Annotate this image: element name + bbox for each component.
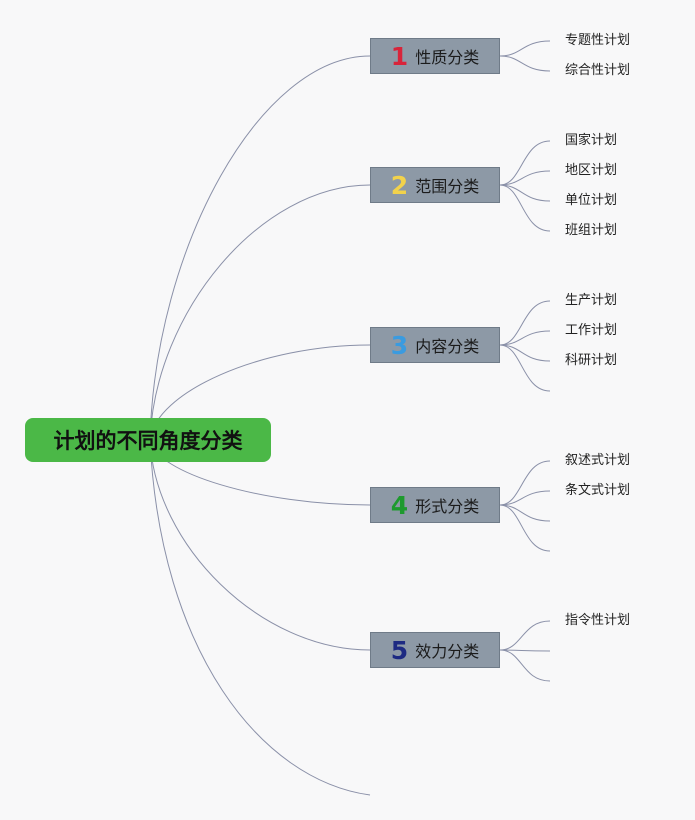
leaf-topic[interactable]: 科研计划 (565, 353, 618, 368)
branch-to-leaf-link (499, 300, 551, 346)
branch-number-badge: 1 (390, 41, 409, 71)
leaf-topic[interactable]: 国家计划 (565, 133, 618, 148)
branch-content-classification[interactable]: 3 内容分类 (370, 327, 500, 363)
branch-to-leaf-link (499, 344, 551, 362)
branch-form-classification[interactable]: 4 形式分类 (370, 487, 500, 523)
leaf-topic[interactable]: 班组计划 (565, 223, 618, 238)
branch-to-leaf-link (499, 649, 551, 652)
branch-to-leaf-link (499, 40, 551, 57)
leaf-topic[interactable]: 综合性计划 (565, 63, 631, 78)
branch-label: 形式分类 (415, 497, 480, 516)
leaf-topic[interactable]: 生产计划 (565, 293, 618, 308)
root-to-empty-link (149, 439, 371, 796)
leaf-topic[interactable]: 指令性计划 (565, 613, 631, 628)
branch-label: 效力分类 (415, 642, 480, 661)
branch-nature-classification[interactable]: 1 性质分类 (370, 38, 500, 74)
root-topic-label: 计划的不同角度分类 (53, 429, 243, 453)
branch-to-leaf-link (499, 170, 551, 186)
branch-to-leaf-link (499, 490, 551, 506)
branch-to-leaf-link (499, 504, 551, 522)
branch-label: 性质分类 (415, 48, 480, 67)
branch-to-leaf-link (499, 620, 551, 651)
branch-to-leaf-link (499, 184, 551, 232)
branch-to-leaf-link (499, 504, 551, 552)
branch-to-leaf-link (499, 184, 551, 202)
branch-to-leaf-link (499, 344, 551, 392)
leaf-topic[interactable]: 工作计划 (565, 323, 618, 338)
leaf-topic[interactable]: 单位计划 (565, 193, 618, 208)
branch-effect-classification[interactable]: 5 效力分类 (370, 632, 500, 668)
root-to-branch-link (149, 439, 371, 651)
root-topic[interactable]: 计划的不同角度分类 (25, 418, 271, 462)
branch-number-badge: 4 (390, 490, 409, 520)
leaf-topic[interactable]: 地区计划 (565, 163, 618, 178)
branch-number-badge: 2 (390, 170, 409, 200)
branch-number-badge: 3 (390, 330, 409, 360)
branch-label: 范围分类 (415, 177, 480, 196)
leaf-topic[interactable]: 叙述式计划 (565, 453, 631, 468)
branch-to-leaf-link (499, 460, 551, 506)
branch-to-leaf-link (499, 649, 551, 682)
root-to-branch-link (149, 55, 371, 441)
branch-label: 内容分类 (415, 337, 480, 356)
branch-to-leaf-link (499, 55, 551, 72)
branch-number-badge: 5 (390, 635, 409, 665)
branch-to-leaf-link (499, 140, 551, 186)
branch-to-leaf-link (499, 330, 551, 346)
leaf-topic[interactable]: 专题性计划 (565, 33, 631, 48)
leaf-topic[interactable]: 条文式计划 (565, 483, 631, 498)
branch-scope-classification[interactable]: 2 范围分类 (370, 167, 500, 203)
root-to-branch-link (149, 184, 371, 441)
